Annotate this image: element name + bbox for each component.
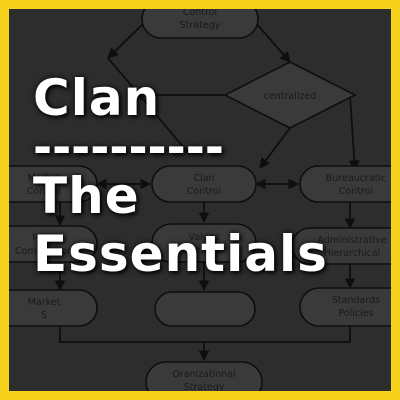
node-market-s: Market S [9, 289, 98, 327]
control-strategy-line1: Control [183, 7, 217, 18]
node-administrative-hierarchical: Administrative Hierarchical [291, 227, 391, 265]
node-market-control: Market Control [9, 165, 98, 203]
organizational-strategy-line1: Oranizational [172, 369, 235, 380]
control-strategy-line2: Strategy [180, 20, 221, 31]
price-competition-line2: Competition [15, 246, 73, 257]
values-beliefs-line2: Beliefs [188, 245, 220, 256]
standards-policies-line2: Policies [338, 308, 373, 319]
bureaucratic-control-line1: Bureaucratic [326, 173, 386, 184]
clan-control-line2: Control [187, 186, 221, 197]
market-control-line1: Market [28, 173, 61, 184]
standards-policies-line1: Standards [332, 295, 380, 306]
title-divider-dashes: ---------- [33, 120, 224, 174]
node-bureaucratic-control: Bureaucratic Control [299, 165, 391, 203]
price-competition-line1: Price [32, 233, 55, 244]
market-s-line2: S [41, 310, 47, 321]
node-price-competition: Price Competition [9, 225, 98, 263]
node-organizational-strategy: Oranizational Strategy [145, 361, 263, 393]
administrative-line2: Hierarchical [324, 248, 381, 259]
organizational-strategy-line2: Strategy [184, 382, 225, 393]
node-clan-control: Clan Control [151, 165, 257, 203]
node-middle-bottom [154, 291, 256, 327]
administrative-line1: Administrative [317, 235, 386, 246]
title-line-essentials: Essentials [33, 225, 328, 283]
centralized-label: centralized [264, 91, 317, 102]
values-beliefs-line1: Values [188, 232, 219, 243]
market-control-line2: Control [27, 186, 61, 197]
node-values-beliefs: Values Beliefs [151, 223, 257, 263]
title-line-the: The [33, 167, 140, 225]
node-standards-policies: Standards Policies [299, 287, 391, 327]
node-centralized-decision: centralized [223, 61, 357, 129]
title-line-clan: Clan [33, 69, 161, 127]
overlay-title: Clan ---------- The Essentials [33, 69, 391, 283]
node-control-strategy: Control Strategy [141, 7, 259, 39]
bureaucratic-control-line2: Control [339, 186, 373, 197]
clan-control-line1: Clan [193, 173, 214, 184]
diagram-edges [54, 21, 360, 362]
market-s-line1: Market [28, 297, 61, 308]
